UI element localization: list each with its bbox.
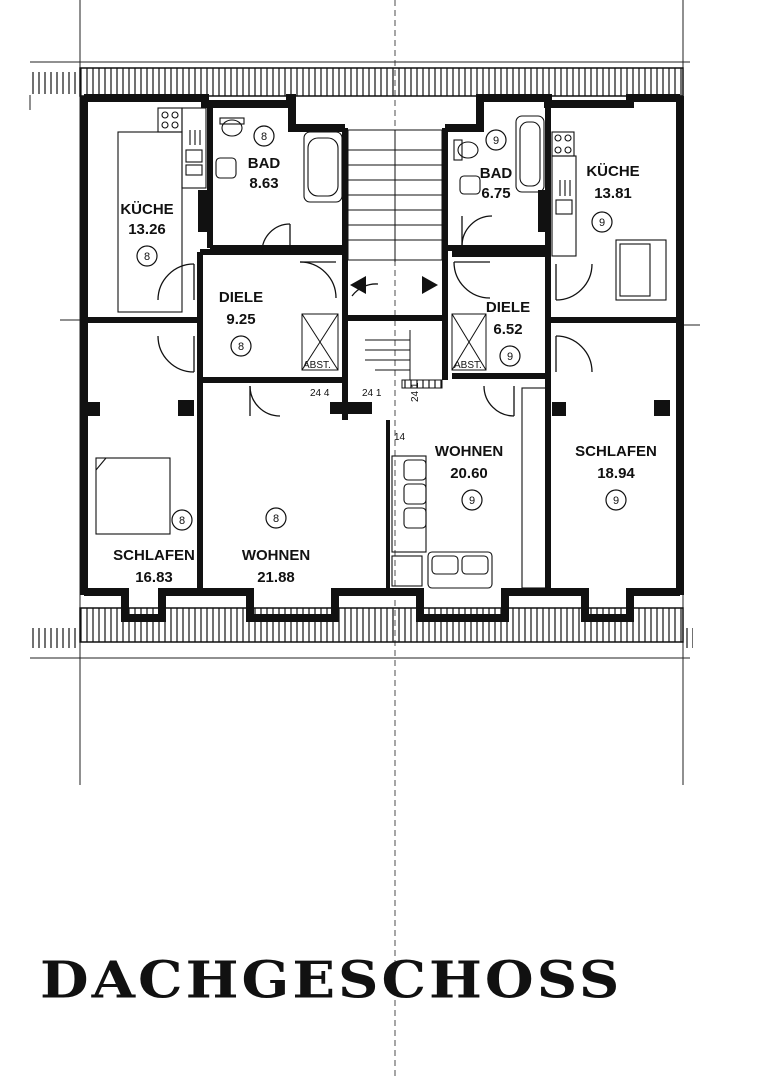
unit-number: 9 <box>613 495 619 507</box>
room-name: SCHLAFEN <box>113 547 195 564</box>
outer-walls <box>80 94 684 622</box>
room-area: 20.60 <box>450 465 488 482</box>
room-area: 8.63 <box>249 175 278 192</box>
unit-number: 8 <box>144 251 150 263</box>
room-area: 13.26 <box>128 221 166 238</box>
roof-eaves <box>30 67 693 648</box>
room-schlafen-left: 8 SCHLAFEN 16.83 <box>113 509 195 586</box>
room-name: KÜCHE <box>586 163 639 180</box>
stair-label: 24 1 <box>410 382 421 402</box>
stair-label: 14 <box>394 432 406 443</box>
columns <box>88 190 670 416</box>
unit-number: 9 <box>493 135 499 147</box>
abst-label-left: ABST. <box>303 360 331 371</box>
unit-number: 8 <box>273 513 279 525</box>
room-name: BAD <box>248 155 281 172</box>
stair-arrows <box>350 276 438 294</box>
room-diele-right: DIELE 6.52 9 <box>486 299 530 367</box>
staircase <box>347 129 443 389</box>
room-area: 6.75 <box>481 185 510 202</box>
room-name: WOHNEN <box>435 443 503 460</box>
room-name: BAD <box>480 165 513 182</box>
room-name: DIELE <box>219 289 263 306</box>
room-wohnen-left: 8 WOHNEN 21.88 <box>242 507 310 586</box>
room-area: 18.94 <box>597 465 635 482</box>
unit-number: 8 <box>261 131 267 143</box>
storage-boxes <box>301 313 487 371</box>
abst-label-right: ABST. <box>454 360 482 371</box>
room-kueche-right: KÜCHE 13.81 9 <box>586 163 640 233</box>
room-bad-right: 9 BAD 6.75 <box>480 129 513 202</box>
room-area: 13.81 <box>594 185 632 202</box>
technical-labels: ABST. ABST. 24 4 24 1 24 1 14 <box>303 360 482 443</box>
stair-label: 24 1 <box>362 388 382 399</box>
room-kueche-left: KÜCHE 13.26 8 <box>120 201 174 267</box>
fixtures <box>95 107 667 589</box>
room-diele-left: DIELE 9.25 8 <box>219 289 263 357</box>
unit-number: 8 <box>238 341 244 353</box>
room-area: 9.25 <box>226 311 255 328</box>
floor-title: DACHGESCHOSS <box>40 950 623 1010</box>
room-area: 21.88 <box>257 569 295 586</box>
room-name: DIELE <box>486 299 530 316</box>
room-bad-left: 8 BAD 8.63 <box>248 125 281 192</box>
room-area: 6.52 <box>493 321 522 338</box>
unit-number: 8 <box>179 515 185 527</box>
room-name: SCHLAFEN <box>575 443 657 460</box>
room-area: 16.83 <box>135 569 173 586</box>
unit-number: 9 <box>599 217 605 229</box>
room-name: KÜCHE <box>120 201 173 218</box>
unit-number: 9 <box>469 495 475 507</box>
room-name: WOHNEN <box>242 547 310 564</box>
doors <box>157 215 593 417</box>
room-schlafen-right: SCHLAFEN 18.94 9 <box>575 443 657 511</box>
guide-lines <box>29 0 700 1080</box>
room-wohnen-right: WOHNEN 20.60 9 <box>435 443 503 511</box>
unit-number: 9 <box>507 351 513 363</box>
stair-label: 24 4 <box>310 388 330 399</box>
